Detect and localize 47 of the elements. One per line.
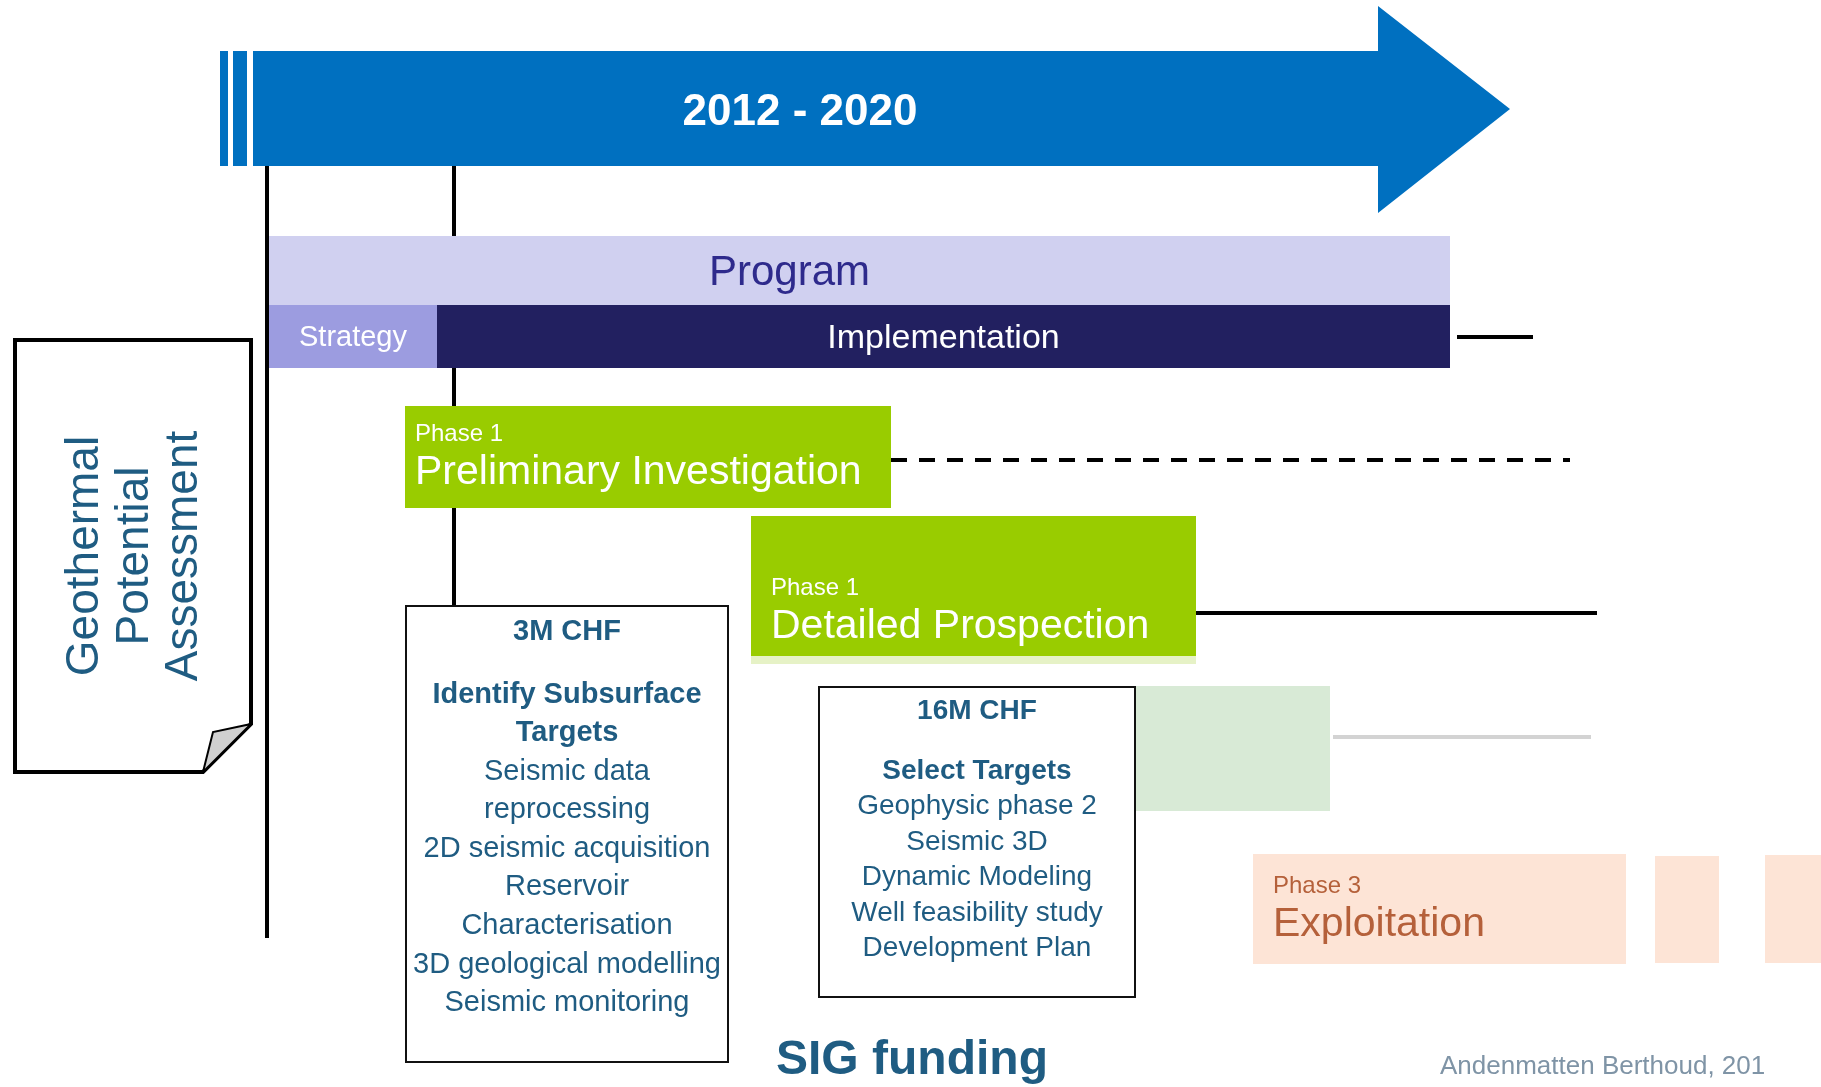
task-item: 2D seismic acquisition — [422, 829, 712, 865]
card-heading: Identify Subsurface Targets — [431, 675, 703, 750]
connector-line — [452, 508, 456, 605]
connector-line — [452, 368, 456, 406]
phase-number: Phase 3 — [1273, 872, 1363, 899]
task-item: Seismic monitoring — [443, 984, 691, 1020]
note-shape — [13, 338, 253, 774]
phase-number: Phase 1 — [415, 420, 505, 447]
note-text: Geothermal Potential Assessment — [58, 429, 208, 684]
program-band — [269, 305, 437, 368]
connector-line — [1333, 735, 1591, 739]
task-item: Dynamic Modeling — [860, 859, 1094, 894]
connector-line — [1196, 611, 1597, 615]
card-heading: Select Targets — [881, 752, 1073, 787]
band-label: Strategy — [299, 320, 407, 353]
phase-number: Phase 1 — [771, 574, 861, 601]
band-label: Program — [709, 246, 871, 295]
phase-title: Detailed Prospection — [771, 600, 1151, 648]
task-item: Well feasibility study — [850, 894, 1104, 929]
task-card — [818, 686, 1136, 998]
task-item: 3D geological modelling — [413, 945, 721, 981]
phase-title: Preliminary Investigation — [415, 446, 863, 494]
budget-label: 3M CHF — [512, 613, 622, 648]
phase-title: Exploitation — [1273, 898, 1486, 946]
citation-text: Andenmatten Berthoud, 201 — [1440, 1050, 1766, 1081]
faded-box — [1136, 686, 1330, 811]
band-label: Implementation — [827, 317, 1060, 356]
program-band — [437, 305, 1450, 368]
phase-box — [751, 516, 1196, 664]
connector-line — [1457, 335, 1533, 339]
task-item: Seismic data reprocessing — [483, 752, 651, 827]
task-card — [405, 605, 729, 1063]
task-item: Development Plan — [861, 930, 1093, 965]
faded-box — [1655, 856, 1719, 963]
faded-box — [1765, 855, 1821, 963]
connector-line — [891, 458, 1570, 462]
phase-box — [1253, 854, 1626, 964]
funding-label: SIG funding — [776, 1030, 1048, 1085]
connector-line — [452, 166, 456, 236]
phase-box — [405, 406, 891, 508]
period-label: 2012 - 2020 — [682, 84, 918, 135]
task-item: Seismic 3D — [905, 823, 1049, 858]
task-item: Geophysic phase 2 — [856, 788, 1098, 823]
connector-line — [265, 166, 269, 938]
program-band — [269, 236, 1450, 305]
task-item: Reservoir Characterisation — [460, 868, 674, 942]
budget-label: 16M CHF — [916, 693, 1038, 727]
